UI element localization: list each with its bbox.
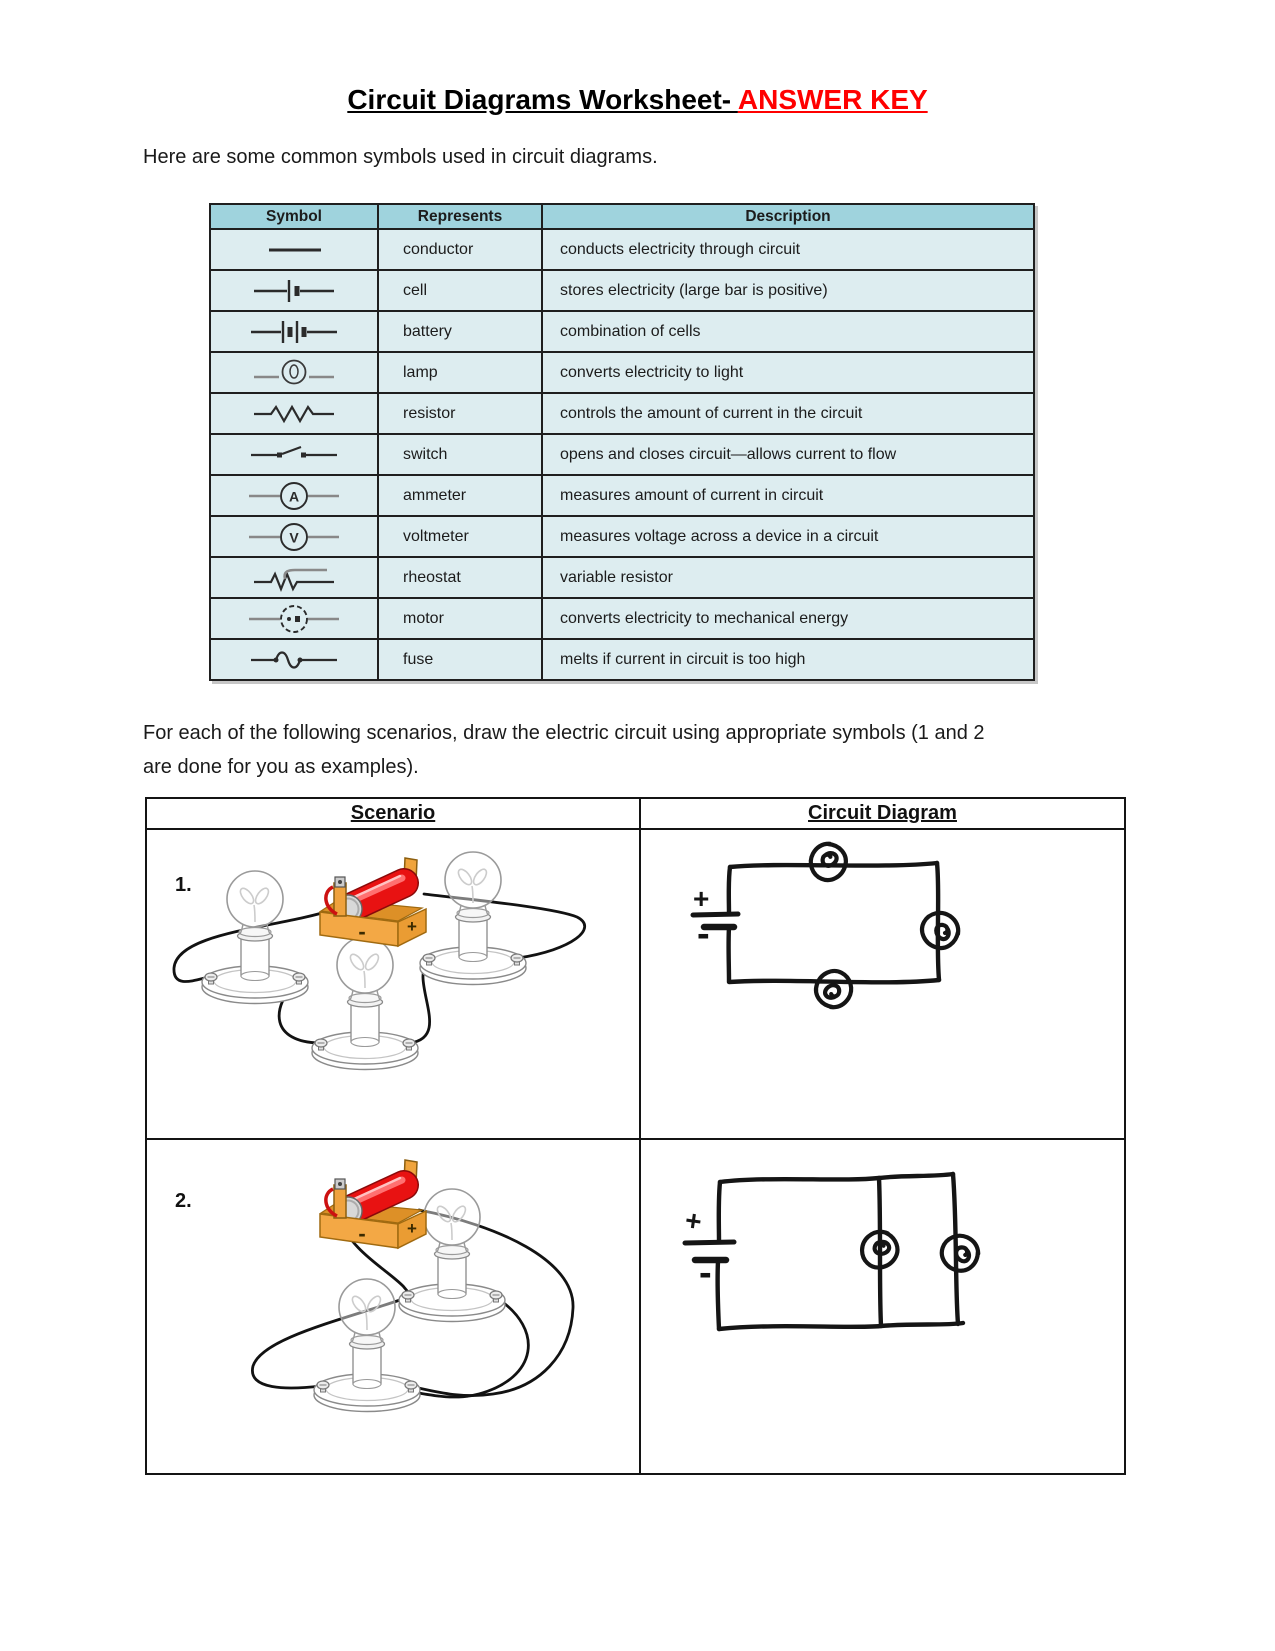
scenarios-header-row: Scenario Circuit Diagram bbox=[145, 797, 1126, 830]
title-text: Circuit Diagrams Worksheet- bbox=[347, 84, 738, 115]
table-row: fuse melts if current in circuit is too … bbox=[209, 638, 1035, 681]
resistor-symbol bbox=[209, 392, 379, 435]
fuse-symbol bbox=[209, 638, 379, 681]
conductor-symbol bbox=[209, 228, 379, 271]
represents-cell: resistor bbox=[377, 392, 543, 435]
description-cell: measures amount of current in circuit bbox=[541, 474, 1035, 517]
table-row: battery combination of cells bbox=[209, 310, 1035, 353]
scenario-2-cell: 2. bbox=[145, 1138, 641, 1475]
instructions-line1: For each of the following scenarios, dra… bbox=[143, 722, 985, 744]
scenario-row-1: 1. bbox=[145, 828, 1126, 1140]
represents-cell: rheostat bbox=[377, 556, 543, 599]
description-cell: variable resistor bbox=[541, 556, 1035, 599]
table-row: motor converts electricity to mechanical… bbox=[209, 597, 1035, 640]
intro-paragraph: Here are some common symbols used in cir… bbox=[143, 146, 658, 168]
table-row: conductor conducts electricity through c… bbox=[209, 228, 1035, 271]
hand-drawn-series-circuit-cell-and-three-lamps: + - bbox=[690, 830, 1122, 1136]
symbol-column-header: Symbol bbox=[209, 203, 379, 230]
represents-cell: fuse bbox=[377, 638, 543, 681]
description-cell: measures voltage across a device in a ci… bbox=[541, 515, 1035, 558]
motor-symbol bbox=[209, 597, 379, 640]
represents-column-header: Represents bbox=[377, 203, 543, 230]
battery-and-two-bulbs-parallel-illustration bbox=[251, 1140, 575, 1413]
circuit-diagram-2-cell: + - bbox=[639, 1138, 1126, 1475]
instructions-line2: are done for you as examples). bbox=[143, 756, 419, 778]
scenarios-table: Scenario Circuit Diagram bbox=[145, 797, 1126, 1475]
circuit-diagram-1-cell: + - bbox=[639, 828, 1126, 1140]
voltmeter-letter: V bbox=[289, 529, 299, 545]
battery-symbol bbox=[209, 310, 379, 353]
table-row: V voltmeter measures voltage across a de… bbox=[209, 515, 1035, 558]
description-cell: opens and closes circuit—allows current … bbox=[541, 433, 1035, 476]
description-cell: controls the amount of current in the ci… bbox=[541, 392, 1035, 435]
represents-cell: voltmeter bbox=[377, 515, 543, 558]
represents-cell: lamp bbox=[377, 351, 543, 394]
page-title: Circuit Diagrams Worksheet- ANSWER KEY bbox=[0, 84, 1275, 116]
voltmeter-symbol: V bbox=[209, 515, 379, 558]
represents-cell: cell bbox=[377, 269, 543, 312]
cell-symbol bbox=[209, 269, 379, 312]
table-row: resistor controls the amount of current … bbox=[209, 392, 1035, 435]
description-cell: conducts electricity through circuit bbox=[541, 228, 1035, 271]
instructions-paragraph: For each of the following scenarios, dra… bbox=[143, 716, 985, 784]
table-row: lamp converts electricity to light bbox=[209, 351, 1035, 394]
description-cell: stores electricity (large bar is positiv… bbox=[541, 269, 1035, 312]
represents-cell: ammeter bbox=[377, 474, 543, 517]
diagram-minus-label: - bbox=[697, 913, 710, 955]
scenario-number: 2. bbox=[175, 1190, 192, 1212]
table-row: cell stores electricity (large bar is po… bbox=[209, 269, 1035, 312]
description-cell: melts if current in circuit is too high bbox=[541, 638, 1035, 681]
hand-drawn-parallel-circuit-cell-and-two-lamps: + - bbox=[682, 1171, 1122, 1332]
table-row: rheostat variable resistor bbox=[209, 556, 1035, 599]
ammeter-letter: A bbox=[289, 488, 299, 504]
diagram-plus-label: + bbox=[683, 1204, 704, 1237]
table-row: switch opens and closes circuit—allows c… bbox=[209, 433, 1035, 476]
lamp-symbol bbox=[209, 351, 379, 394]
scenario-1-cell: 1. bbox=[145, 828, 641, 1140]
represents-cell: motor bbox=[377, 597, 543, 640]
description-cell: converts electricity to light bbox=[541, 351, 1035, 394]
switch-symbol bbox=[209, 433, 379, 476]
battery-and-three-bulbs-series-illustration bbox=[172, 830, 586, 1071]
circuit-diagram-column-header: Circuit Diagram bbox=[639, 797, 1126, 830]
table-row: A ammeter measures amount of current in … bbox=[209, 474, 1035, 517]
description-column-header: Description bbox=[541, 203, 1035, 230]
answer-key-text: ANSWER KEY bbox=[737, 84, 928, 115]
scenario-row-2: 2. bbox=[145, 1138, 1126, 1475]
ammeter-symbol: A bbox=[209, 474, 379, 517]
represents-cell: battery bbox=[377, 310, 543, 353]
represents-cell: conductor bbox=[377, 228, 543, 271]
symbols-table: Symbol Represents Description conductor … bbox=[209, 203, 1035, 681]
represents-cell: switch bbox=[377, 433, 543, 476]
scenario-column-header: Scenario bbox=[145, 797, 641, 830]
scenario-number: 1. bbox=[175, 874, 192, 896]
diagram-plus-label: + bbox=[693, 883, 709, 914]
diagram-minus-label: - bbox=[699, 1252, 712, 1294]
description-cell: converts electricity to mechanical energ… bbox=[541, 597, 1035, 640]
symbols-header-row: Symbol Represents Description bbox=[209, 203, 1035, 230]
rheostat-symbol bbox=[209, 556, 379, 599]
description-cell: combination of cells bbox=[541, 310, 1035, 353]
